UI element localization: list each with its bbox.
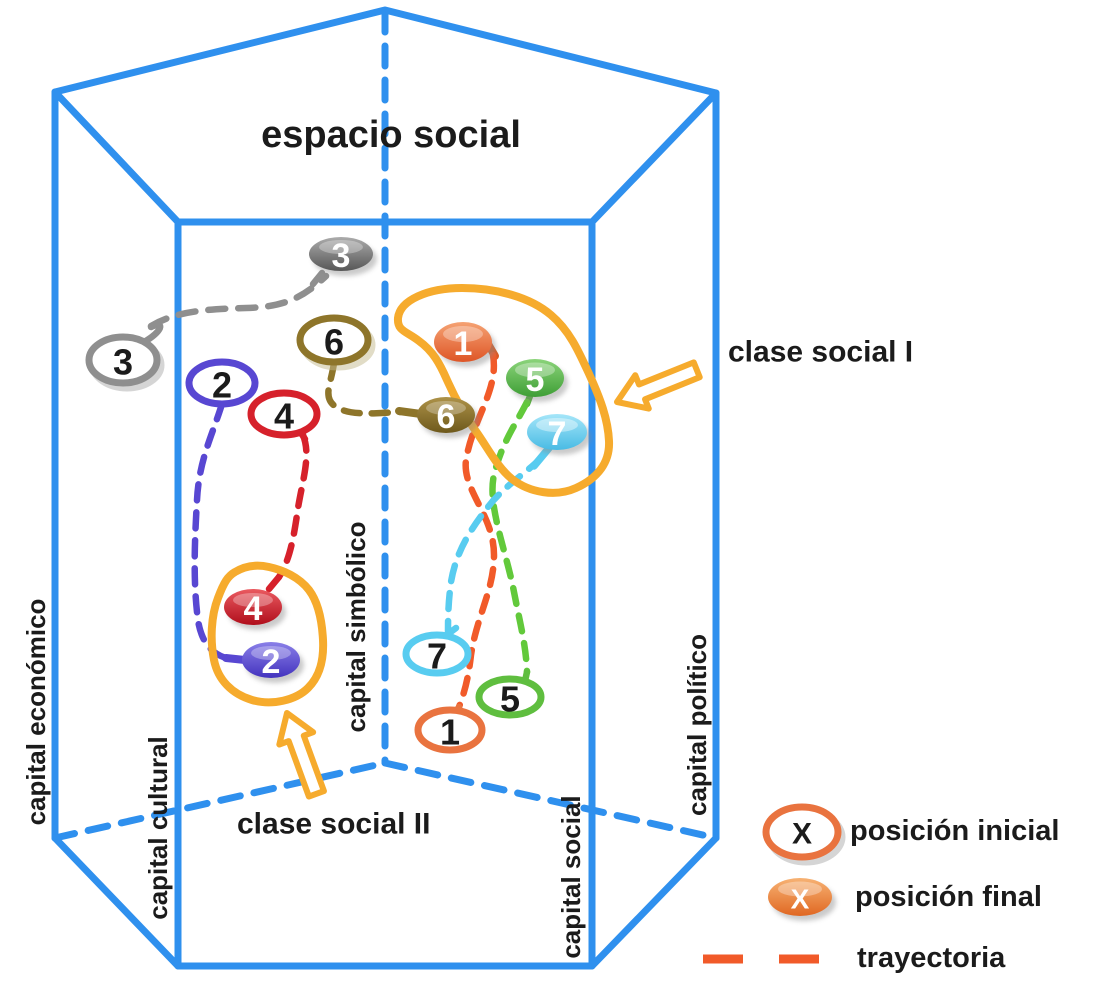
legend: X posición inicial X posición final tray… (703, 803, 1060, 974)
final-positions: 3 1 5 6 7 4 (224, 237, 591, 683)
initial-6-ring (296, 314, 372, 366)
legend-trajectory-label: trayectoria (857, 942, 1006, 974)
legend-initial-marker (762, 803, 842, 861)
final-3-highlight (319, 240, 363, 254)
legend-initial-item: X posición inicial (762, 803, 1060, 866)
final-position-5: 5 (506, 359, 568, 402)
final-position-2: 2 (242, 642, 304, 683)
prism-top-left-diagonal (51, 88, 182, 226)
final-5-body (506, 359, 564, 397)
final-7-highlight (536, 418, 578, 432)
final-5-number: 5 (526, 361, 545, 399)
trajectory-6 (325, 359, 404, 417)
trajectory-2-final-tail (222, 654, 249, 664)
clase-social-2-label: clase social II (237, 808, 430, 841)
final-3-number: 3 (332, 237, 351, 275)
legend-trajectory-item: trayectoria (703, 942, 1006, 974)
clase-social-1-arrow (614, 359, 703, 412)
axis-capital-social: capital social (556, 795, 586, 958)
final-position-3: 3 (309, 237, 377, 276)
final-position-1: 1 (434, 322, 496, 367)
final-6-highlight (426, 401, 466, 415)
prism-hidden-bottom-right-edge (381, 759, 720, 842)
initial-position-2: 2 (185, 358, 259, 408)
initial-1-number: 1 (440, 712, 460, 753)
initial-position-3: 3 (85, 333, 165, 392)
final-5-highlight (515, 362, 555, 378)
final-position-7: 7 (527, 414, 591, 455)
axis-labels: capital económico capital cultural capit… (21, 522, 712, 959)
legend-initial-x: X (792, 818, 812, 851)
final-position-6: 6 (417, 397, 479, 438)
initial-positions: 3 6 2 4 7 5 1 (85, 314, 545, 754)
final-4-body (224, 589, 282, 625)
initial-7-number: 7 (427, 636, 447, 677)
final-2-body (242, 642, 300, 678)
annotation-arrows (276, 359, 703, 800)
initial-6-number: 6 (324, 322, 344, 363)
trajectory-2 (191, 400, 230, 662)
legend-final-label: posición final (855, 881, 1042, 913)
clase-social-2-outline (207, 561, 328, 707)
final-6-number: 6 (437, 398, 456, 436)
final-7-number: 7 (548, 415, 567, 453)
legend-final-item: X posición final (768, 878, 1042, 921)
trajectory-4-final-tail (265, 573, 283, 593)
trajectory-3-final-tail (309, 269, 326, 288)
initial-7-ring (402, 631, 472, 677)
initial-5-ring (475, 675, 545, 719)
initial-1-ring (414, 706, 486, 754)
prism-bottom-left-diagonal (51, 834, 182, 970)
axis-capital-politico: capital político (682, 634, 712, 816)
final-4-number: 4 (244, 590, 263, 628)
final-4-highlight (233, 593, 273, 607)
initial-4-number: 4 (274, 396, 294, 437)
trajectory-5 (489, 398, 531, 676)
initial-3-ring (85, 333, 161, 387)
final-3-body (309, 237, 373, 271)
initial-4-ring (247, 389, 321, 439)
initial-position-6: 6 (296, 314, 376, 371)
initial-2-ring (185, 358, 259, 408)
final-2-number: 2 (262, 643, 281, 681)
prism-top-right-diagonal (588, 89, 720, 226)
final-1-highlight (443, 326, 483, 342)
legend-final-x: X (791, 884, 810, 915)
prism-hidden-bottom-left-edge (51, 759, 389, 842)
clase-social-2-arrow (276, 710, 327, 800)
initial-position-7: 7 (402, 631, 472, 677)
initial-2-number: 2 (212, 365, 232, 406)
prism-bottom-right-diagonal (588, 834, 720, 970)
initial-position-5: 5 (475, 675, 545, 720)
legend-final-marker (768, 878, 832, 916)
legend-final-highlight (778, 881, 822, 897)
initial-position-4: 4 (247, 389, 321, 439)
clase-social-1-outline (393, 284, 614, 497)
final-6-body (417, 397, 475, 433)
clase-social-1-label: clase social I (728, 336, 913, 369)
final-2-highlight (251, 646, 291, 660)
class-blobs (207, 284, 614, 707)
final-7-body (527, 414, 587, 450)
final-1-body (434, 322, 492, 362)
axis-capital-simbolico: capital simbólico (341, 522, 371, 733)
social-space-prism (51, 6, 720, 970)
axis-capital-economico: capital económico (21, 599, 51, 826)
final-position-4: 4 (224, 589, 286, 630)
initial-5-number: 5 (500, 679, 520, 720)
initial-3-number: 3 (113, 342, 133, 383)
trajectory-4 (275, 431, 310, 581)
final-1-number: 1 (454, 325, 473, 363)
trajectory-3 (147, 272, 330, 330)
figure-title: espacio social (261, 114, 521, 156)
legend-initial-label: posición inicial (850, 815, 1060, 847)
initial-position-1: 1 (414, 706, 486, 754)
axis-capital-cultural: capital cultural (143, 736, 173, 920)
